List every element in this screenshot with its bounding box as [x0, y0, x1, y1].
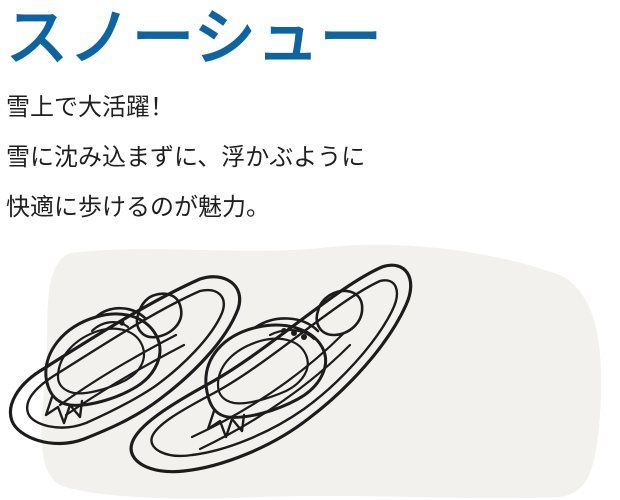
right-snowshoe: [129, 263, 413, 474]
left-snowshoe: [8, 275, 242, 446]
page-title: スノーシュー: [6, 1, 383, 74]
description-block: 雪上で大活躍！ 雪に沈み込まずに、浮かぶように 快適に歩けるのが魅力。: [6, 82, 606, 232]
description-line-1: 雪上で大活躍！: [6, 93, 174, 121]
snowshoes-illustration-icon: [8, 244, 602, 499]
description-line-3: 快適に歩けるのが魅力。: [6, 193, 270, 221]
description-line-2: 雪に沈み込まずに、浮かぶように: [6, 143, 366, 171]
